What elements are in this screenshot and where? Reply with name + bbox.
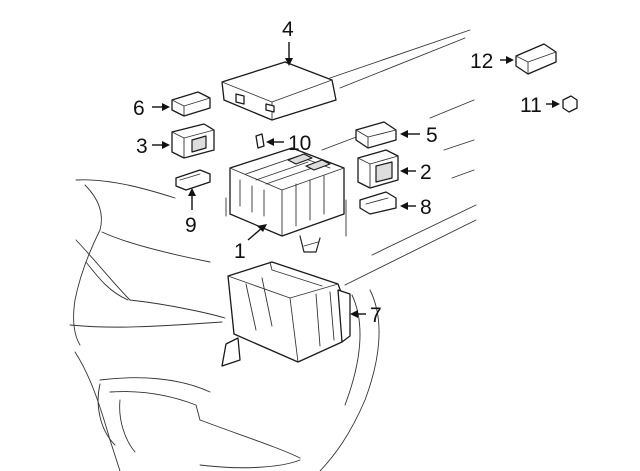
callout-7: 7	[370, 304, 382, 327]
callout-9: 9	[185, 214, 197, 237]
leader-line-1	[247, 227, 263, 241]
callout-3: 3	[136, 135, 148, 158]
fuse-box-cover	[221, 61, 337, 121]
arrowhead-4	[285, 58, 293, 66]
callout-10: 10	[288, 132, 311, 155]
arrowhead-8	[400, 202, 408, 210]
callout-4: 4	[282, 18, 294, 41]
callout-6: 6	[133, 97, 145, 120]
grommet	[562, 95, 578, 113]
callout-8: 8	[420, 196, 432, 219]
callout-12: 12	[470, 50, 493, 73]
callout-5: 5	[426, 124, 438, 147]
relay-cover-right	[355, 121, 397, 149]
arrowhead-7	[350, 310, 358, 318]
arrowhead-5	[400, 130, 408, 138]
arrowhead-11	[552, 100, 560, 108]
relay-block	[171, 123, 215, 159]
arrowhead-2	[400, 167, 408, 175]
arrowhead-3	[162, 141, 170, 149]
wiring-connector	[515, 43, 557, 75]
clip-bracket	[175, 169, 211, 191]
arrowhead-10	[266, 138, 274, 146]
relay-module	[357, 149, 399, 189]
callout-arrows	[152, 42, 560, 318]
arrowhead-9	[188, 188, 196, 196]
fuse-block-tray	[221, 261, 351, 367]
vehicle-body-outline	[69, 29, 477, 471]
callout-labels: 4 6 3 9 10 5 2 8 1 7 12 11	[133, 18, 542, 327]
mounting-clip	[359, 191, 397, 215]
arrowhead-6	[162, 103, 170, 111]
callout-11: 11	[520, 94, 542, 117]
fuse-block-assembly	[225, 147, 347, 253]
arrowhead-1	[257, 224, 267, 232]
callout-1: 1	[234, 240, 246, 263]
relay-cap	[171, 91, 211, 117]
callout-2: 2	[420, 161, 432, 184]
fuse-pin	[255, 133, 265, 149]
arrowhead-12	[506, 56, 514, 64]
